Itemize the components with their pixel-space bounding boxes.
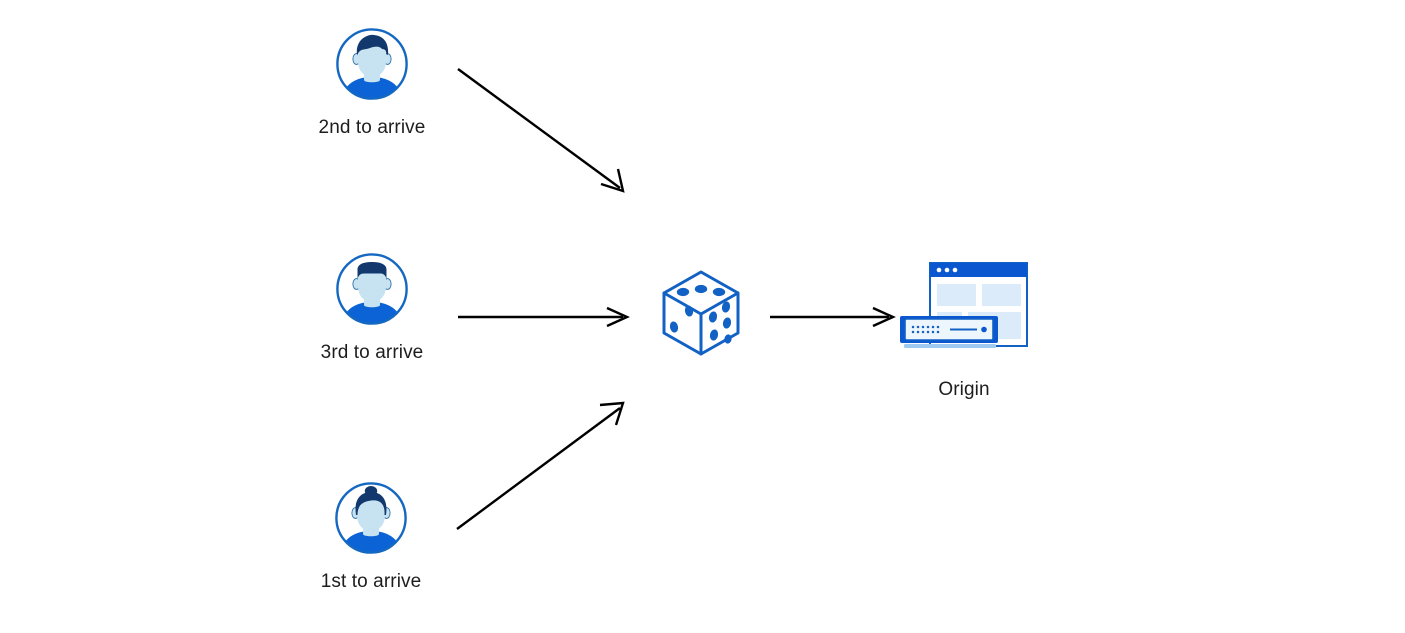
origin-server-browser-icon bbox=[900, 262, 1028, 348]
avatar-person-bun-icon bbox=[335, 482, 407, 554]
connector-dice-to-origin bbox=[770, 306, 896, 328]
avatar-person-flat-top-icon bbox=[336, 253, 408, 325]
node-randomizer[interactable] bbox=[656, 267, 746, 364]
avatar-person-short-hair-icon bbox=[336, 28, 408, 100]
router-appliance-icon bbox=[900, 316, 998, 348]
node-user-1st[interactable]: 1st to arrive bbox=[321, 481, 421, 592]
node-user-2nd[interactable]: 2nd to arrive bbox=[319, 27, 425, 138]
node-label-user-2nd: 2nd to arrive bbox=[318, 117, 426, 138]
dice-icon bbox=[662, 270, 740, 356]
node-label-user-1st: 1st to arrive bbox=[320, 571, 422, 592]
connector-3rd-to-dice bbox=[458, 306, 630, 328]
node-origin[interactable]: Origin bbox=[894, 258, 1034, 400]
node-label-user-3rd: 3rd to arrive bbox=[320, 342, 424, 363]
node-label-origin: Origin bbox=[938, 379, 990, 400]
connector-1st-to-dice bbox=[456, 401, 625, 530]
node-user-3rd[interactable]: 3rd to arrive bbox=[321, 252, 423, 363]
